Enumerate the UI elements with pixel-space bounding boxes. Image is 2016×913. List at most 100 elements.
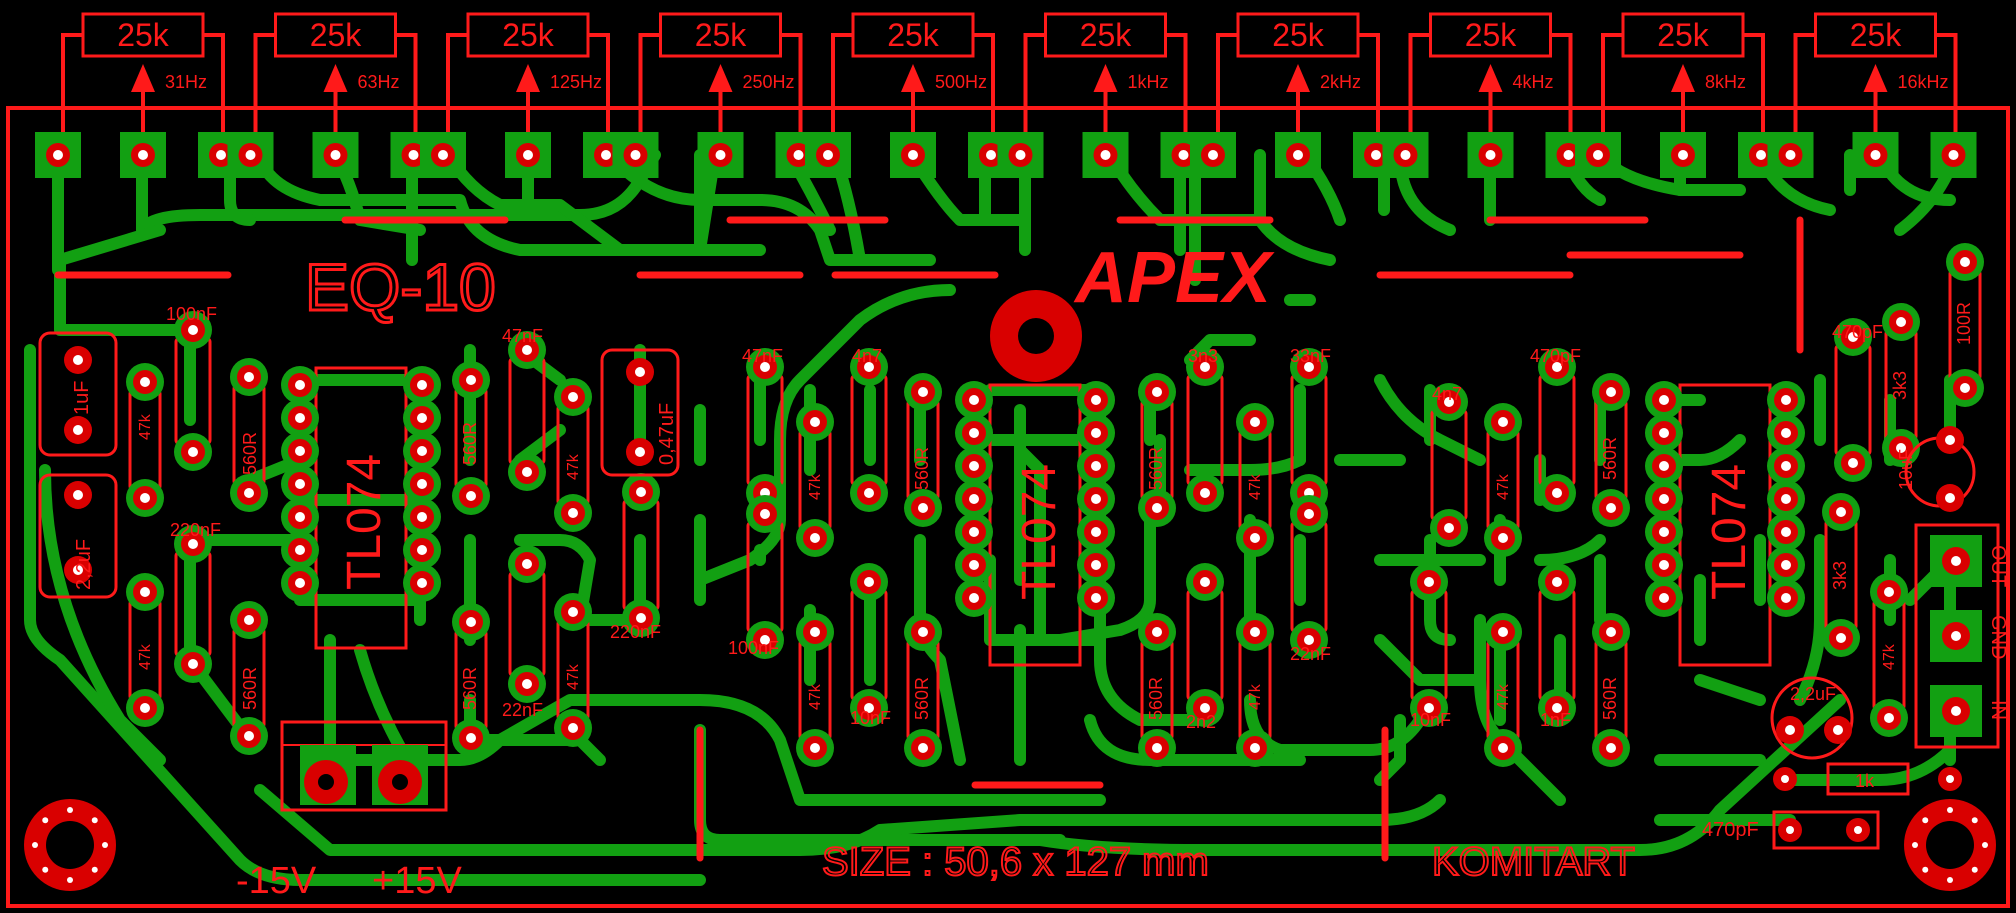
pot-value-label: 25k <box>1465 17 1518 53</box>
component-label: 3n3 <box>1188 346 1218 366</box>
component-pad <box>904 613 942 651</box>
component-pad <box>1236 613 1274 651</box>
cap-1uF-label: 1uF <box>71 381 93 415</box>
component-label: 47k <box>807 473 824 500</box>
component-pad <box>230 474 268 512</box>
component-label: 100nF <box>728 638 779 658</box>
component-pad <box>1138 489 1176 527</box>
ic-u1-label: TL074 <box>338 454 391 590</box>
ic-pad <box>1767 480 1805 518</box>
pot-pad-wiper <box>1275 132 1321 178</box>
component-pad <box>796 729 834 767</box>
capacitor-c_100nF: 100nF <box>166 304 217 471</box>
component-label: 47k <box>137 413 154 440</box>
capacitor-c_10nF_a: 10nF <box>850 563 891 728</box>
ic-pad <box>1077 480 1115 518</box>
capacitor-c_4n7_a: 4n7 <box>850 346 888 512</box>
component-pad <box>452 477 490 515</box>
pot-value-label: 25k <box>1272 17 1325 53</box>
component-pad <box>452 361 490 399</box>
capacitor-c_4n7_b: 4n7 <box>1430 383 1468 547</box>
ic-pad <box>1645 414 1683 452</box>
resistor-r_47k_i: 47k <box>1484 403 1522 557</box>
cap-047-label: 0,47uF <box>656 403 678 465</box>
capacitor-c_3n3: 3n3 <box>1186 346 1224 512</box>
board-title: EQ-10 <box>305 250 496 324</box>
ic-pad <box>1767 579 1805 617</box>
pot-value-label: 25k <box>887 17 940 53</box>
component-label: 47k <box>1495 473 1512 500</box>
component-pad <box>508 331 546 369</box>
component-pad <box>1410 689 1448 727</box>
component-pad <box>1822 619 1860 657</box>
power-terminal: -15V +15V <box>236 720 462 902</box>
component-label: 3k3 <box>1890 371 1910 400</box>
ic-pad <box>1767 447 1805 485</box>
pot-band-label: 125Hz <box>550 72 602 92</box>
component-pad <box>1484 519 1522 557</box>
ic-pad <box>403 465 441 503</box>
capacitor-c_22nF_a: 22nF <box>502 545 546 720</box>
ic-pad <box>403 531 441 569</box>
component-label: 560R <box>1146 677 1166 720</box>
pot-value-label: 25k <box>310 17 363 53</box>
ic-pad <box>281 366 319 404</box>
capacitor-c_10nF_b: 10nF <box>1410 563 1451 730</box>
component-pad <box>508 665 546 703</box>
component-pad <box>796 403 834 441</box>
component-pad <box>174 433 212 471</box>
pot-pad-ccw <box>1767 132 1814 178</box>
ic-pad <box>403 498 441 536</box>
pot-pad-ccw <box>35 132 81 178</box>
cap-2u2-b-label: 2,2uF <box>1790 684 1836 704</box>
component-pad <box>174 311 212 349</box>
component-pad <box>1538 348 1576 386</box>
pot-pad-wiper <box>1660 132 1706 178</box>
pot-pad-wiper <box>1082 132 1129 178</box>
jumpers <box>54 216 1804 862</box>
component-pad <box>1538 563 1576 601</box>
ic-pad <box>1645 447 1683 485</box>
io-out-label: OUT <box>1987 545 2009 587</box>
component-label: 47k <box>137 643 154 670</box>
resistor-r_47k_e: 47k <box>796 403 834 557</box>
component-label: 22nF <box>502 700 543 720</box>
resistor-r_47k_a: 47k <box>126 363 164 517</box>
resistor-r_47k_h: 47k <box>1236 613 1274 767</box>
component-pad <box>904 729 942 767</box>
ic-pad <box>1645 381 1683 419</box>
component-label: 4n7 <box>1432 384 1462 404</box>
power-neg-label: -15V <box>236 860 317 902</box>
component-pad <box>1186 474 1224 512</box>
ic-pad <box>403 432 441 470</box>
brand-logo: APEX <box>1073 238 1275 318</box>
component-pad <box>1834 318 1872 356</box>
component-label: 560R <box>1600 677 1620 720</box>
capacitor-c_1nF: 1nF <box>1538 563 1576 730</box>
component-pad <box>1290 621 1328 659</box>
pot-band-label: 500Hz <box>935 72 987 92</box>
resistor-r_47k_c: 47k <box>554 378 592 532</box>
component-label: 470pF <box>1832 322 1883 342</box>
pot-pad-ccw <box>997 132 1044 178</box>
component-pad <box>1834 444 1872 482</box>
pot-pad-wiper <box>1852 132 1899 178</box>
component-pad <box>850 563 888 601</box>
component-pad <box>746 495 784 533</box>
component-label: 4n7 <box>852 346 882 366</box>
component-pad <box>1870 699 1908 737</box>
component-pad <box>904 489 942 527</box>
ic-u3: TL074 <box>1678 383 1772 667</box>
maker-label: KOMITART <box>1432 840 1635 884</box>
component-label: 10nF <box>1410 710 1451 730</box>
ic-pad <box>1645 480 1683 518</box>
ic-pad <box>955 447 993 485</box>
ic-pad <box>1767 546 1805 584</box>
component-pad <box>1592 489 1630 527</box>
center-hole <box>990 290 1082 382</box>
ic-pads <box>281 366 1805 617</box>
component-pad <box>1138 613 1176 651</box>
